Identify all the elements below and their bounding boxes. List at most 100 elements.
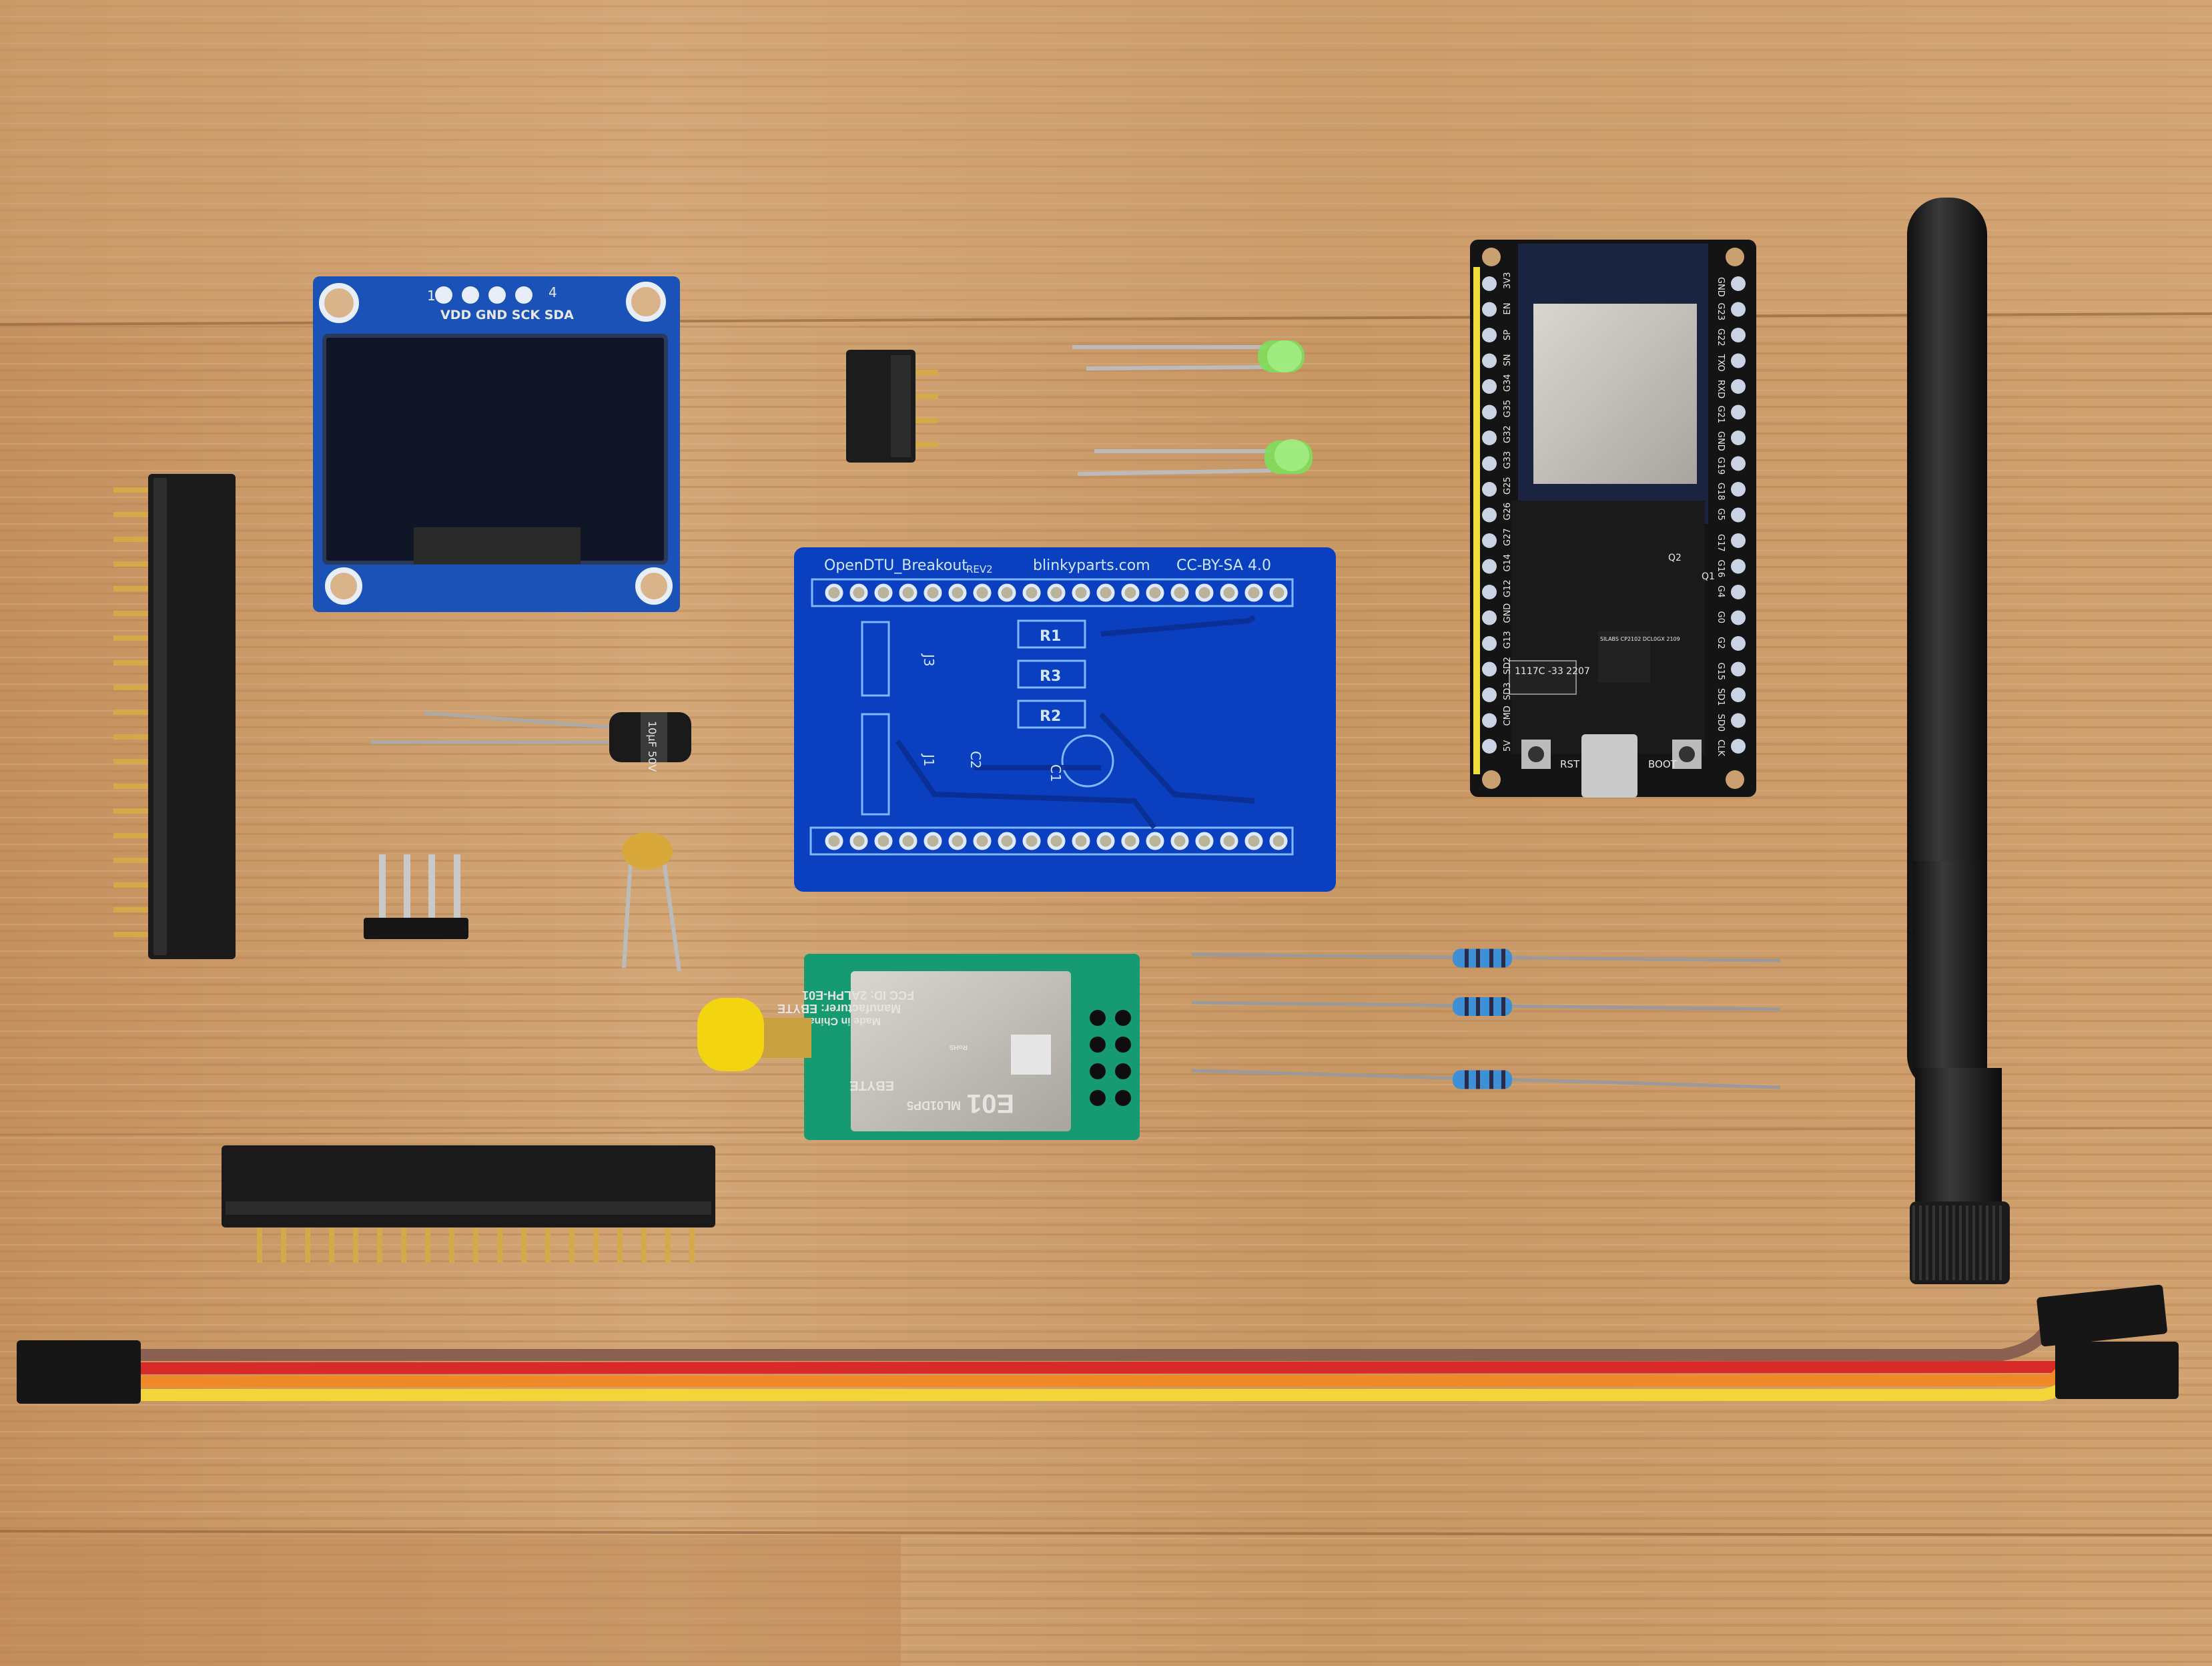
- antenna-knurl: [1939, 1205, 1942, 1280]
- esp32-pin-label: G14: [1503, 554, 1513, 572]
- esp32-pin-label: G4: [1716, 585, 1726, 597]
- esp32-pin: [1482, 276, 1497, 291]
- esp32-pin-label: RXD: [1716, 380, 1726, 398]
- opendtu-breakout-pcb: OpenDTU_Breakout REV2 blinkyparts.com CC…: [794, 547, 1336, 892]
- resistor-band: [1476, 948, 1480, 968]
- esp32-pin: [1482, 328, 1497, 342]
- pcb-revision: REV2: [966, 563, 993, 575]
- esp32-pin-label: G19: [1716, 457, 1726, 475]
- q2-label: Q2: [1668, 553, 1682, 563]
- resistor: [1191, 997, 1781, 1016]
- pcb-pad: [899, 583, 917, 602]
- oled-pin-pads: [435, 286, 532, 304]
- pcb-pad: [825, 583, 843, 602]
- header-pin: [113, 537, 150, 542]
- header-pin: [329, 1225, 334, 1263]
- esp32-pin-label: SP: [1503, 330, 1513, 340]
- resistor-band: [1476, 1070, 1480, 1089]
- antenna: [1907, 198, 2010, 1284]
- dupont-connector: [2037, 1284, 2167, 1347]
- esp32-pin-label: G2: [1716, 637, 1726, 649]
- esp32-pin: [1482, 636, 1497, 651]
- pcb-pad: [1170, 583, 1189, 602]
- antenna-knurl: [1912, 1205, 1915, 1280]
- header-pin: [113, 784, 150, 789]
- resistor-band: [1501, 997, 1505, 1016]
- esp32-pin-label: G26: [1503, 503, 1513, 521]
- esp32-pin: [1482, 585, 1497, 599]
- pcb-pad: [948, 583, 967, 602]
- esp32-pin-label: SD0: [1716, 714, 1726, 732]
- header-pin: [113, 907, 150, 912]
- esp32-pin-label: G22: [1716, 328, 1726, 346]
- esp32-pin: [1731, 328, 1746, 342]
- micro-usb-port[interactable]: [1581, 734, 1637, 798]
- header-pin: [497, 1225, 502, 1263]
- header-pin: [665, 1225, 671, 1263]
- regulator-marking: 1117C -33 2207: [1515, 666, 1590, 677]
- pcb-ref-r3: R3: [1040, 668, 1061, 685]
- green-led: [1077, 439, 1313, 476]
- module-part: ML01DP5: [907, 1099, 961, 1112]
- q1-label: Q1: [1702, 571, 1715, 582]
- header-pin: [113, 611, 150, 616]
- female-header-4pin: [846, 350, 938, 463]
- dupont-connector: [2055, 1342, 2179, 1399]
- oled-pin-4-label: 4: [548, 284, 557, 300]
- qr-code: [1011, 1035, 1051, 1075]
- esp32-pin-label: SD3: [1503, 682, 1513, 700]
- esp32-pin: [1482, 302, 1497, 317]
- esp32-pin-label: G25: [1503, 477, 1513, 495]
- antenna-knurl: [1999, 1205, 2002, 1280]
- pcb-pad: [1096, 583, 1115, 602]
- esp32-pin-label: SN: [1503, 354, 1513, 366]
- esp32-pin: [1482, 379, 1497, 394]
- esp32-pin: [1731, 431, 1746, 445]
- esp32-pin-label: SD1: [1716, 688, 1726, 706]
- esp32-pin: [1731, 482, 1746, 497]
- esp32-pin-label: GND: [1716, 277, 1726, 297]
- module-rohs: RoHS: [949, 1043, 968, 1051]
- esp32-pin: [1482, 353, 1497, 368]
- module-model: E01: [967, 1089, 1014, 1118]
- esp32-pin-label: G32: [1503, 425, 1513, 443]
- resistor-band: [1501, 948, 1505, 968]
- pcb-pad: [1072, 583, 1090, 602]
- antenna-knurl: [1959, 1205, 1962, 1280]
- resistor-band: [1465, 948, 1469, 968]
- esp32-pin-label: G21: [1716, 406, 1726, 424]
- esp32-pin-label: G0: [1716, 611, 1726, 623]
- resistor-band: [1465, 1070, 1469, 1089]
- esp32-pin: [1482, 456, 1497, 471]
- esp32-pin: [1731, 713, 1746, 728]
- pcb-pad: [849, 583, 868, 602]
- electrolytic-capacitor: 10µF 50V: [370, 711, 691, 772]
- resistor-band: [1476, 997, 1480, 1016]
- female-header-vertical: [113, 474, 236, 959]
- header-pin: [473, 1225, 478, 1263]
- pcb-pad: [1072, 832, 1090, 850]
- header-pin: [113, 685, 150, 690]
- pcb-pad: [1269, 832, 1288, 850]
- esp32-wroom-module: [1533, 304, 1697, 484]
- header-pin: [257, 1225, 262, 1263]
- resistor-band: [1465, 997, 1469, 1016]
- esp32-pin: [1482, 507, 1497, 523]
- esp32-pin-label: 3V3: [1503, 272, 1513, 289]
- pcb-pad: [1195, 583, 1214, 602]
- pcb-pad: [1121, 583, 1140, 602]
- esp32-pin-label: G27: [1503, 528, 1513, 546]
- esp32-pin: [1731, 353, 1746, 368]
- antenna-knurl: [1986, 1205, 1988, 1280]
- pcb-pad: [1195, 832, 1214, 850]
- esp32-pin-label: G15: [1716, 663, 1726, 681]
- esp32-pin: [1731, 559, 1746, 574]
- mount-hole: [626, 282, 666, 322]
- esp32-pin-label: G5: [1716, 509, 1726, 521]
- header-pin: [113, 561, 150, 567]
- esp32-pin: [1731, 379, 1746, 394]
- antenna-knurl: [1972, 1205, 1975, 1280]
- pcb-ref-c1: C1: [1048, 764, 1064, 782]
- antenna-knurl: [1979, 1205, 1982, 1280]
- pcb-pad: [1096, 832, 1115, 850]
